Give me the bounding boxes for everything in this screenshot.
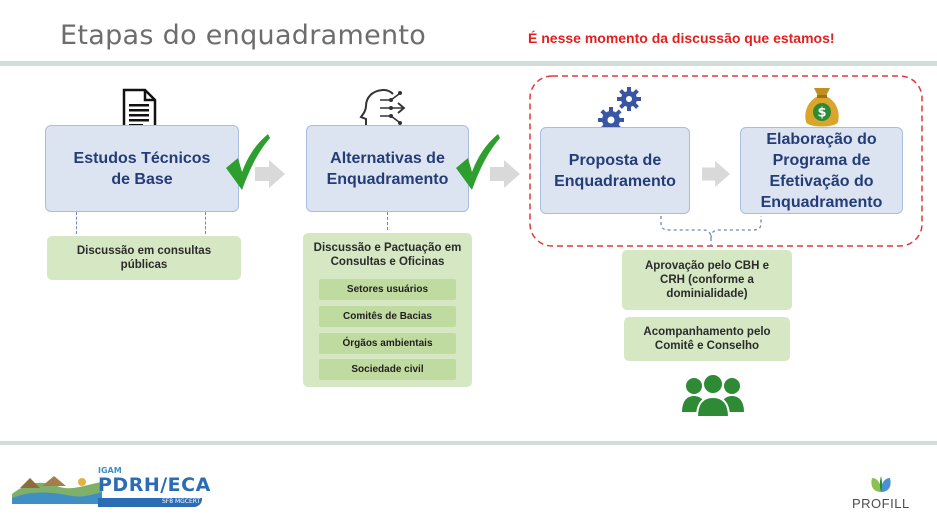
landscape-logo-icon xyxy=(12,476,102,504)
discussion-workshops: Discussão e Pactuação em Consultas e Ofi… xyxy=(303,233,472,387)
check-icon xyxy=(456,134,500,190)
current-stage-highlight xyxy=(529,75,923,247)
gears-icon xyxy=(598,87,641,133)
stage-box-alternatives: Alternativas de Enquadramento xyxy=(306,125,469,212)
profill-logo-text: PROFILL xyxy=(852,496,910,511)
monitoring-text: Acompanhamento pelo Comitê e Conselho xyxy=(643,326,771,352)
approval-box: Aprovação pelo CBH e CRH (conforme a dom… xyxy=(622,250,792,310)
head-network-icon xyxy=(359,89,406,132)
profill-logo: PROFILL xyxy=(840,474,920,514)
logo-sub-text: SF8 MGCERT xyxy=(162,498,201,505)
connector-line xyxy=(205,212,206,234)
connector-line xyxy=(76,212,77,234)
current-stage-alert: É nesse momento da discussão que estamos… xyxy=(528,30,835,46)
logo-main-text: PDRH/ECA xyxy=(98,474,211,496)
stakeholder-item: Órgãos ambientais xyxy=(319,333,456,354)
stakeholder-item: Setores usuários xyxy=(319,279,456,300)
logo-top-text: IGAM xyxy=(98,466,122,475)
people-group-icon xyxy=(682,373,744,418)
document-icon xyxy=(122,88,157,132)
stakeholder-item: Comitês de Bacias xyxy=(319,306,456,327)
discussion-public-consultation-text: Discussão em consultas públicas xyxy=(76,245,212,271)
arrow-icon xyxy=(490,160,520,188)
page-title: Etapas do enquadramento xyxy=(60,20,427,51)
approval-text: Aprovação pelo CBH e CRH (conforme a dom… xyxy=(645,260,769,300)
money-bag-icon: $ xyxy=(805,88,839,127)
stage-label-program: Elaboração do Programa de Efetivação do … xyxy=(760,130,883,211)
discussion-workshops-title: Discussão e Pactuação em Consultas e Ofi… xyxy=(313,242,462,268)
svg-text:$: $ xyxy=(817,106,826,121)
discussion-public-consultation: Discussão em consultas públicas xyxy=(47,236,241,280)
leaves-logo-icon xyxy=(871,476,891,492)
logo-sub-bar xyxy=(98,498,202,507)
footer-divider xyxy=(0,441,937,445)
check-icon xyxy=(226,134,270,190)
stage-box-technical-studies: Estudos Técnicos de Base xyxy=(45,125,239,212)
monitoring-box: Acompanhamento pelo Comitê e Conselho xyxy=(624,317,790,361)
stage-box-proposal: Proposta de Enquadramento xyxy=(540,127,690,214)
pdrh-eca-logo: IGAM PDRH/ECA SF8 MGCERT xyxy=(12,466,222,510)
stage-box-program: Elaboração do Programa de Efetivação do … xyxy=(740,127,903,214)
brace-connector xyxy=(660,216,762,248)
arrow-icon xyxy=(702,160,730,188)
stage-label-technical-studies: Estudos Técnicos de Base xyxy=(73,149,211,188)
stage-label-proposal: Proposta de Enquadramento xyxy=(554,151,676,190)
stakeholder-item: Sociedade civil xyxy=(319,359,456,380)
header-divider xyxy=(0,61,937,66)
connector-line xyxy=(387,212,388,230)
stage-label-alternatives: Alternativas de Enquadramento xyxy=(326,149,449,188)
arrow-icon xyxy=(255,160,285,188)
